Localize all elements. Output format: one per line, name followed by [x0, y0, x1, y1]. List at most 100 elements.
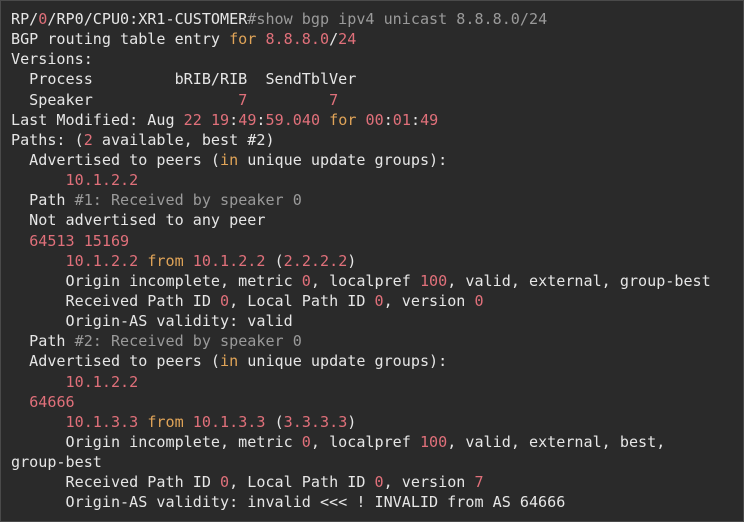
text-segment: :: [410, 110, 421, 129]
text-segment: Not advertised to any peer: [11, 211, 266, 230]
text-segment: , version: [383, 473, 475, 492]
text-segment: 2: [83, 130, 93, 149]
output-line: Origin incomplete, metric 0, localpref 1…: [11, 271, 711, 291]
text-segment: unique update groups):: [238, 150, 448, 169]
output-line: Origin incomplete, metric 0, localpref 1…: [11, 432, 711, 452]
text-segment: 64513 15169: [29, 231, 130, 250]
text-segment: 49: [238, 110, 257, 129]
text-segment: 22: [183, 110, 202, 129]
text-segment: 59.040: [265, 110, 321, 129]
text-segment: Origin incomplete, metric: [11, 271, 302, 290]
text-segment: 100: [419, 432, 448, 451]
text-segment: #show bgp ipv4 unicast 8.8.8.0/24: [247, 10, 548, 28]
text-segment: 3.3.3.3: [283, 412, 348, 431]
output-line: Path #2: Received by speaker 0: [11, 331, 711, 351]
text-segment: 10.1.3.3: [65, 412, 139, 431]
text-segment: 8.8.8.0: [265, 30, 330, 49]
text-segment: 00: [365, 110, 384, 129]
output-line: Process bRIB/RIB SendTblVer: [11, 69, 711, 89]
output-line: 10.1.2.2: [11, 170, 711, 190]
text-segment: for: [329, 110, 357, 129]
text-segment: (: [265, 251, 284, 270]
text-segment: #2: Received by speaker 0: [74, 332, 302, 351]
text-segment: Path: [11, 191, 75, 210]
output-line: group-best: [11, 452, 711, 472]
text-segment: 10.1.2.2: [65, 171, 139, 190]
text-segment: [11, 252, 66, 270]
text-segment: 0: [301, 271, 311, 290]
text-segment: Last Modified: Aug: [11, 110, 184, 129]
output-line: Received Path ID 0, Local Path ID 0, ver…: [11, 291, 711, 311]
output-line: Advertised to peers (in unique update gr…: [11, 150, 711, 170]
text-segment: 100: [419, 271, 448, 290]
text-segment: (: [265, 412, 284, 431]
text-segment: in: [220, 352, 239, 371]
text-segment: 10.1.2.2: [192, 251, 266, 270]
text-segment: 24: [338, 30, 357, 49]
text-segment: /: [329, 30, 339, 49]
text-segment: :: [229, 110, 239, 129]
output-line: Received Path ID 0, Local Path ID 0, ver…: [11, 472, 711, 492]
text-segment: 10.1.2.2: [65, 372, 139, 391]
text-segment: available, best #2): [92, 130, 275, 149]
text-segment: from: [147, 412, 184, 431]
text-segment: Origin-AS validity: invalid <<< ! INVALI…: [11, 493, 566, 512]
text-segment: for: [229, 30, 257, 49]
output-line: 10.1.3.3 from 10.1.3.3 (3.3.3.3): [11, 412, 711, 432]
text-segment: [356, 111, 365, 129]
text-segment: Received Path ID: [11, 473, 221, 492]
text-segment: 64666: [29, 392, 75, 411]
text-segment: [11, 171, 66, 189]
text-segment: 19: [210, 110, 230, 129]
text-segment: Advertised to peers (: [11, 150, 221, 169]
text-segment: , Local Path ID: [229, 473, 375, 492]
text-segment: [11, 232, 29, 250]
text-segment: [202, 111, 211, 129]
text-segment: ): [347, 251, 357, 270]
text-segment: [138, 413, 147, 431]
text-segment: [11, 393, 29, 411]
text-segment: , version: [383, 291, 475, 310]
command-line: RP/0/RP0/CPU0:XR1-CUSTOMER#show bgp ipv4…: [11, 9, 711, 29]
text-segment: 0: [301, 432, 311, 451]
text-segment: RP/: [11, 10, 39, 28]
output-line: 10.1.2.2 from 10.1.2.2 (2.2.2.2): [11, 251, 711, 271]
text-segment: 0: [220, 291, 230, 310]
text-segment: [184, 252, 193, 270]
output-line: Advertised to peers (in unique update gr…: [11, 351, 711, 371]
terminal-output: RP/0/RP0/CPU0:XR1-CUSTOMER#show bgp ipv4…: [11, 9, 711, 513]
text-segment: Origin-AS validity: valid: [11, 312, 293, 331]
output-line: Path #1: Received by speaker 0: [11, 190, 711, 210]
text-segment: Path: [11, 332, 75, 351]
text-segment: [11, 373, 66, 391]
text-segment: /RP0/CPU0:XR1-CUSTOMER: [47, 10, 248, 28]
text-segment: :: [256, 110, 266, 129]
output-line: 64513 15169: [11, 231, 711, 251]
text-segment: Received Path ID: [11, 291, 221, 310]
text-segment: #1: Received by speaker 0: [74, 191, 302, 210]
text-segment: BGP routing table entry: [11, 30, 230, 49]
text-segment: Origin incomplete, metric: [11, 432, 302, 451]
text-segment: :: [383, 110, 393, 129]
text-segment: , valid, external, group-best: [447, 271, 711, 290]
text-segment: 0: [374, 473, 384, 492]
output-line: 10.1.2.2: [11, 372, 711, 392]
output-line: 64666: [11, 392, 711, 412]
output-line: Paths: (2 available, best #2): [11, 130, 711, 150]
output-line: Last Modified: Aug 22 19:49:59.040 for 0…: [11, 110, 711, 130]
text-segment: 01: [392, 110, 411, 129]
output-line: Origin-AS validity: invalid <<< ! INVALI…: [11, 492, 711, 512]
text-segment: group-best: [11, 453, 102, 472]
output-line: BGP routing table entry for 8.8.8.0/24: [11, 29, 711, 49]
output-line: Not advertised to any peer: [11, 210, 711, 230]
text-segment: 10.1.2.2: [65, 251, 139, 270]
text-segment: ): [347, 412, 357, 431]
text-segment: 49: [420, 110, 439, 129]
output-line: Speaker 7 7: [11, 90, 711, 110]
output-line: Versions:: [11, 49, 711, 69]
text-segment: Speaker: [11, 90, 239, 109]
text-segment: 7: [238, 90, 248, 109]
text-segment: 7: [474, 473, 484, 492]
text-segment: [11, 413, 66, 431]
